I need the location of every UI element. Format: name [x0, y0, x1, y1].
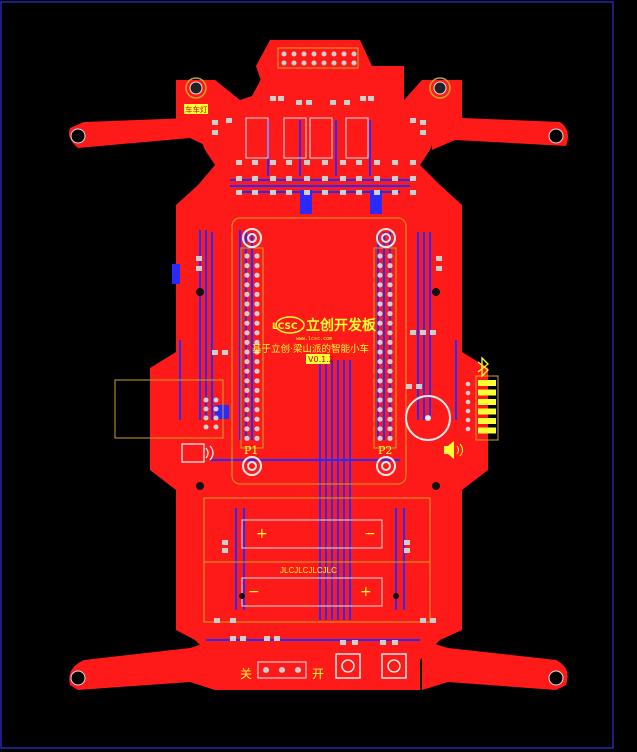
board-dots — [196, 288, 440, 599]
battery-plus-top: + — [256, 526, 268, 542]
battery-holder-outline — [203, 497, 431, 623]
switch-off-label: 关 — [240, 667, 252, 681]
right-led — [429, 77, 451, 99]
battery-minus-top: − — [364, 526, 376, 542]
battery-cell-1 — [241, 519, 383, 549]
left-led — [185, 77, 207, 99]
board-title: 基于立创·梁山派的智能小车 — [252, 343, 369, 355]
pin-header-p2 — [373, 247, 397, 449]
sensor-outlines — [245, 117, 369, 159]
smd-pads — [196, 96, 442, 645]
bluetooth-icon — [477, 356, 489, 378]
brand-url: www.lcsc.com — [296, 336, 332, 342]
sensor-pads — [236, 160, 416, 195]
brand-logo: LCSC — [272, 322, 298, 332]
switch-on-label: 开 — [312, 667, 324, 681]
brand-name: 立创开发板 — [306, 317, 377, 334]
wireless-icon — [181, 443, 214, 463]
logo-block: LCSC 立创开发板 www.lcsc.com — [272, 316, 377, 342]
push-buttons — [335, 653, 407, 679]
battery-cell-2 — [241, 577, 383, 607]
header-mounts — [242, 228, 396, 476]
header-label-p1: P1 — [244, 444, 258, 457]
bottom-layer-fills — [172, 190, 382, 419]
header-label-p2: P2 — [378, 444, 392, 457]
right-pin-column — [465, 381, 471, 432]
frame-border — [0, 1, 614, 749]
battery-minus-bottom: − — [248, 584, 260, 600]
left-module-pins — [203, 397, 219, 430]
battery-plus-bottom: + — [360, 584, 372, 600]
board-version: V0.1.2 — [308, 355, 334, 364]
buzzer — [405, 395, 451, 441]
pin-header-p1 — [240, 247, 264, 449]
top-connector — [277, 47, 359, 69]
right-label-block — [475, 375, 499, 441]
mounting-holes — [70, 81, 564, 686]
left-module-outline — [114, 379, 224, 439]
core-board-outline — [231, 217, 407, 485]
power-switch — [257, 661, 307, 679]
pcb-board — [69, 40, 568, 690]
right-labels — [478, 380, 496, 434]
battery-label: JLCJLCJLCJLC — [280, 566, 337, 575]
car-light-label: 车车灯 — [185, 104, 208, 114]
speaker-icon — [444, 441, 463, 459]
